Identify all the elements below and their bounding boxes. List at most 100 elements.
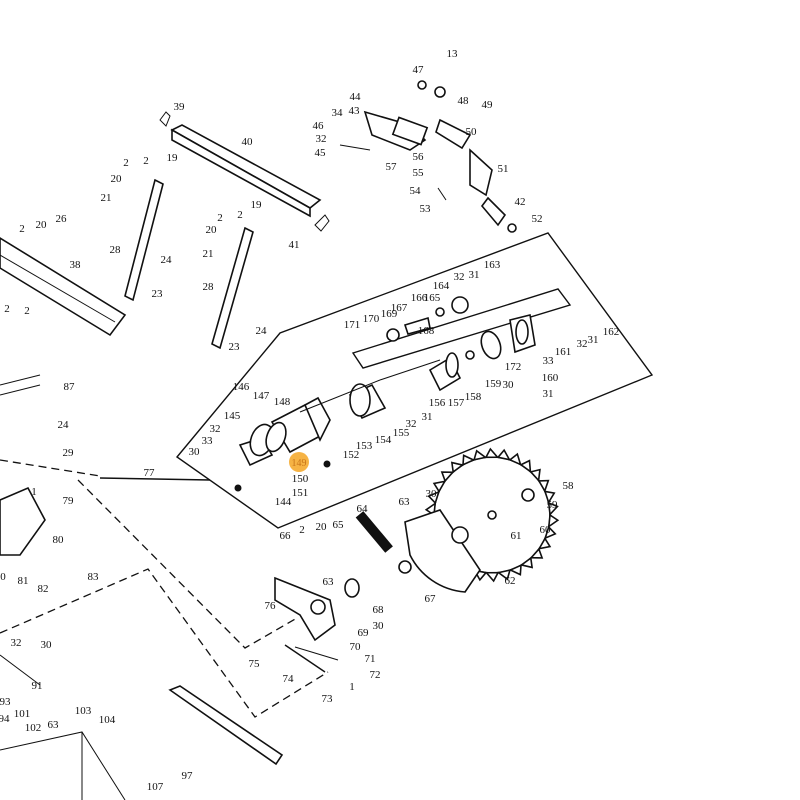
- callout-13: 13: [447, 48, 459, 60]
- blade-tooth: [529, 468, 541, 483]
- callout-75: 75: [249, 658, 261, 670]
- callout-2: 2: [217, 212, 223, 224]
- callout-63: 63: [399, 496, 411, 508]
- callout-43: 43: [349, 105, 361, 117]
- washer: [398, 560, 412, 574]
- callout-21: 21: [203, 248, 214, 260]
- callout-171: 171: [344, 319, 361, 331]
- blade-tooth: [450, 461, 465, 474]
- callout-153: 153: [356, 440, 373, 452]
- callout-34: 34: [332, 107, 344, 119]
- callout-30: 30: [373, 620, 385, 632]
- blade-tooth: [519, 556, 534, 569]
- callout-2: 2: [299, 524, 305, 536]
- callout-31: 31: [588, 334, 599, 346]
- callout-30: 30: [41, 639, 53, 651]
- miter-base: [0, 486, 46, 556]
- callout-151: 151: [292, 487, 309, 499]
- table-top: [0, 237, 127, 337]
- callout-28: 28: [203, 281, 215, 293]
- group-label: 77: [144, 467, 156, 479]
- callout-104: 104: [99, 714, 116, 726]
- callout-0: 0: [0, 571, 6, 583]
- arm-bracket: [274, 576, 336, 642]
- leg-bar: [211, 226, 254, 350]
- callout-29: 29: [63, 447, 75, 459]
- callout-2: 2: [4, 303, 10, 315]
- callout-33: 33: [202, 435, 214, 447]
- callout-74: 74: [283, 673, 295, 685]
- blade-guard: [404, 509, 481, 593]
- blade-tooth: [462, 454, 476, 467]
- rod: [294, 646, 339, 661]
- callout-50: 50: [466, 126, 478, 138]
- bracket-part: [314, 214, 330, 232]
- highlight-marker[interactable]: [289, 452, 309, 472]
- callout-149-highlighted[interactable]: 149: [292, 458, 307, 469]
- blade-tooth: [484, 447, 500, 459]
- motor-group-frame: [175, 232, 654, 529]
- callout-107: 107: [147, 781, 164, 793]
- callout-150: 150: [292, 473, 309, 485]
- rail-piece: [0, 384, 41, 396]
- callout-72: 72: [370, 669, 381, 681]
- callout-164: 164: [433, 280, 450, 292]
- callout-2: 2: [237, 209, 243, 221]
- callout-156: 156: [429, 397, 446, 409]
- callout-45: 45: [315, 147, 327, 159]
- callout-165: 165: [424, 292, 441, 304]
- callout-94: 94: [0, 713, 10, 725]
- callout-73: 73: [322, 693, 334, 705]
- callout-159: 159: [485, 378, 502, 390]
- callout-2: 2: [143, 155, 149, 167]
- callout-41: 41: [289, 239, 300, 251]
- callout-47: 47: [413, 64, 425, 76]
- shaft: [0, 654, 41, 686]
- callout-44: 44: [350, 91, 362, 103]
- callout-2: 2: [24, 305, 30, 317]
- callout-24: 24: [161, 254, 173, 266]
- callout-59: 59: [547, 499, 559, 511]
- callout-163: 163: [484, 259, 501, 271]
- callout-169: 169: [381, 308, 398, 320]
- callout-42: 42: [515, 196, 526, 208]
- motor-endcap-subframe: [351, 288, 572, 369]
- callout-147: 147: [253, 390, 270, 402]
- spring: [355, 511, 393, 553]
- blade-tooth: [529, 547, 544, 559]
- callout-23: 23: [152, 288, 164, 300]
- blade-tooth: [472, 449, 488, 461]
- callout-26: 26: [56, 213, 68, 225]
- callout-62: 62: [505, 575, 516, 587]
- callout-157: 157: [448, 397, 465, 409]
- lower-guard: [168, 685, 284, 766]
- callout-53: 53: [420, 203, 432, 215]
- callout-91: 91: [32, 680, 43, 692]
- callout-21: 21: [101, 192, 112, 204]
- callout-39: 39: [174, 101, 186, 113]
- assembly-dashed-line: [77, 479, 298, 649]
- callout-87: 87: [64, 381, 76, 393]
- blade-tooth: [496, 448, 511, 461]
- base-frame: [0, 731, 126, 800]
- callout-56: 56: [413, 151, 425, 163]
- callout-1: 1: [349, 681, 355, 693]
- callout-33: 33: [543, 355, 555, 367]
- callout-67: 67: [425, 593, 437, 605]
- callout-48: 48: [458, 95, 470, 107]
- callout-166: 166: [411, 292, 428, 304]
- callout-66: 66: [280, 530, 292, 542]
- callout-167: 167: [391, 302, 408, 314]
- callout-80: 80: [53, 534, 65, 546]
- callout-68: 68: [373, 604, 385, 616]
- callout-144: 144: [275, 496, 292, 508]
- callout-81: 81: [18, 575, 29, 587]
- callout-170: 170: [363, 313, 380, 325]
- callout-152: 152: [343, 449, 360, 461]
- clamp-part: [159, 111, 171, 127]
- arbor-nut: [521, 488, 535, 502]
- callout-20: 20: [111, 173, 123, 185]
- callout-97: 97: [182, 770, 194, 782]
- callout-145: 145: [224, 410, 241, 422]
- blade-tooth: [537, 479, 550, 493]
